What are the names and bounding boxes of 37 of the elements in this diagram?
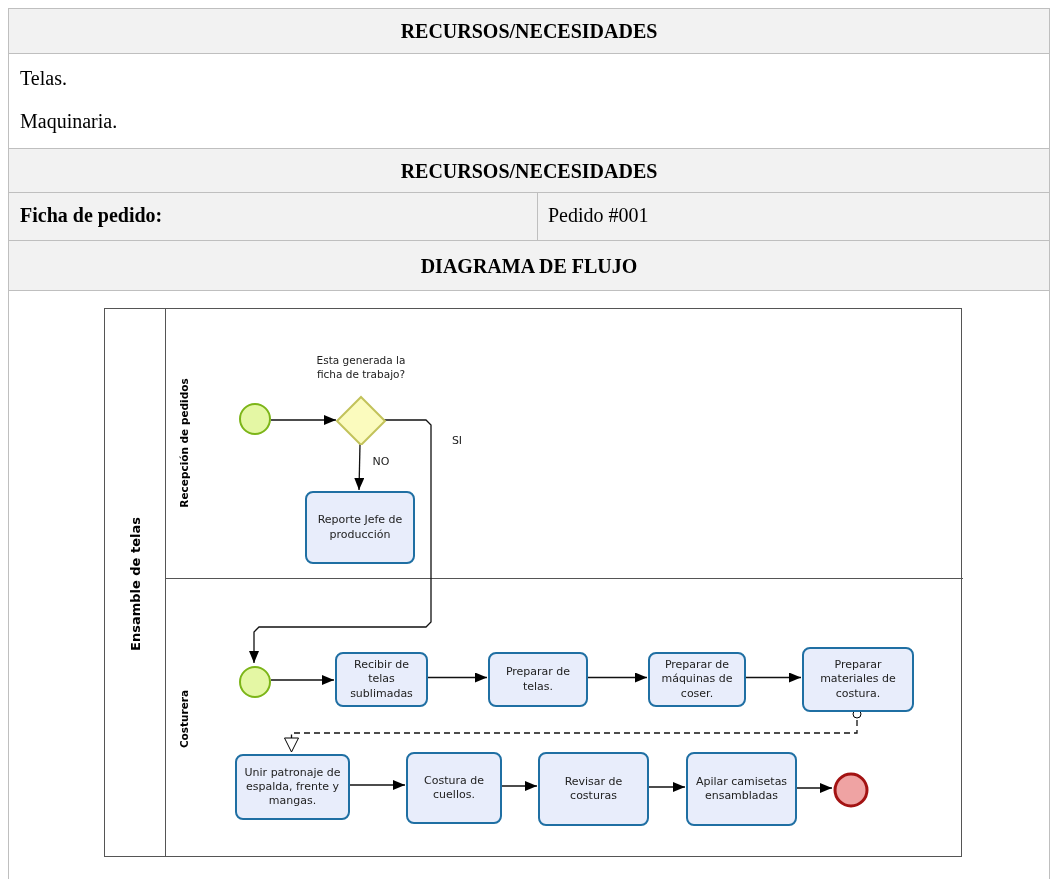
table-heading: RECURSOS/NECESIDADES	[400, 159, 658, 182]
start-event-circle	[238, 665, 272, 699]
task-box: Recibir de telas sublimadas	[335, 652, 428, 707]
sequence-flow-arrow	[354, 443, 365, 491]
lane-label: Costurera	[178, 689, 190, 749]
pool	[104, 308, 962, 857]
table-cell-text: Pedido #001	[548, 204, 649, 227]
sequence-flow-arrow	[586, 672, 648, 683]
sequence-flow-arrow	[249, 419, 432, 664]
table-cell-text: Ficha de pedido:	[20, 204, 163, 227]
sequence-flow-arrow	[500, 781, 538, 791]
end-event-circle	[833, 772, 869, 808]
pool-label: Ensamble de telas	[127, 516, 143, 651]
sequence-flow-arrow	[348, 780, 406, 790]
task-box: Preparar de máquinas de coser.	[648, 652, 746, 707]
table-heading: RECURSOS/NECESIDADES	[400, 19, 658, 43]
task-box: Reporte Jefe de producción	[305, 491, 415, 564]
start-event-circle	[238, 402, 272, 436]
task-box: Revisar de costuras	[538, 752, 649, 826]
message-flow-arrow	[284, 709, 862, 753]
task-box: Apilar camisetas ensambladas	[686, 752, 797, 826]
gateway-question: Esta generada la ficha de trabajo?	[315, 353, 407, 382]
task-box: Unir patronaje de espalda, frente y mangas.	[235, 754, 350, 820]
lane-label: Recepción de pedidos	[178, 378, 190, 508]
edge-label: NO	[370, 454, 392, 468]
sequence-flow-arrow	[795, 783, 833, 793]
task-box: Preparar de telas.	[488, 652, 588, 707]
task-box: Costura de cuellos.	[406, 752, 502, 824]
task-box: Preparar materiales de costura.	[802, 647, 914, 712]
sequence-flow-arrow	[270, 675, 335, 685]
table-cell-text: Maquinaria.	[20, 110, 118, 133]
table-cell-text: Telas.	[20, 67, 67, 90]
sequence-flow-arrow	[647, 782, 686, 792]
sequence-flow-arrow	[270, 415, 337, 425]
sequence-flow-arrow	[426, 672, 488, 683]
sequence-flow-arrow	[744, 672, 802, 683]
table-heading: DIAGRAMA DE FLUJO	[420, 254, 638, 277]
